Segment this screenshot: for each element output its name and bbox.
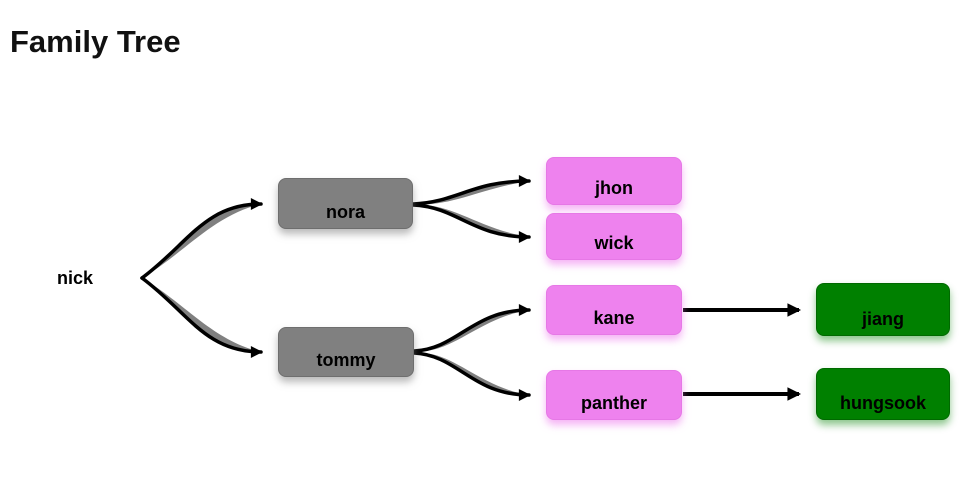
edge-nora-to-wick-shadow — [413, 204, 529, 237]
edge-tommy-to-panther — [412, 351, 531, 401]
edge-nick-to-nora — [140, 198, 263, 280]
node-panther: panther — [546, 370, 682, 420]
node-hungsook-label: hungsook — [840, 393, 926, 413]
edge-tommy-to-kane — [412, 304, 531, 353]
edge-nora-to-jhon-shadow — [413, 181, 529, 205]
node-jiang-label: jiang — [861, 309, 904, 329]
node-tommy: tommy — [278, 327, 414, 377]
node-kane: kane — [546, 285, 682, 335]
edge-nick-to-nora-shadow — [142, 204, 261, 278]
edge-nora-to-jhon — [411, 175, 531, 206]
node-nick-label: nick — [56, 267, 94, 288]
node-jiang: jiang — [816, 283, 950, 336]
edge-nora-to-wick — [411, 203, 531, 243]
edge-nick-to-tommy — [140, 276, 263, 358]
node-wick-label: wick — [594, 233, 634, 253]
page-title: Family Tree — [10, 24, 181, 59]
node-nick: nick — [50, 267, 100, 289]
node-kane-label: kane — [593, 308, 635, 328]
node-hungsook: hungsook — [816, 368, 950, 420]
node-jhon: jhon — [546, 157, 682, 205]
node-panther-label: panther — [580, 393, 647, 413]
edge-tommy-to-kane-shadow — [414, 310, 529, 352]
node-nora-label: nora — [325, 202, 365, 222]
node-jhon-label: jhon — [595, 178, 633, 198]
node-tommy-label: tommy — [316, 350, 376, 370]
edge-nick-to-tommy-shadow — [142, 278, 261, 352]
node-nora: nora — [278, 178, 413, 229]
edge-tommy-to-panther-shadow — [414, 352, 529, 395]
node-wick: wick — [546, 213, 682, 260]
